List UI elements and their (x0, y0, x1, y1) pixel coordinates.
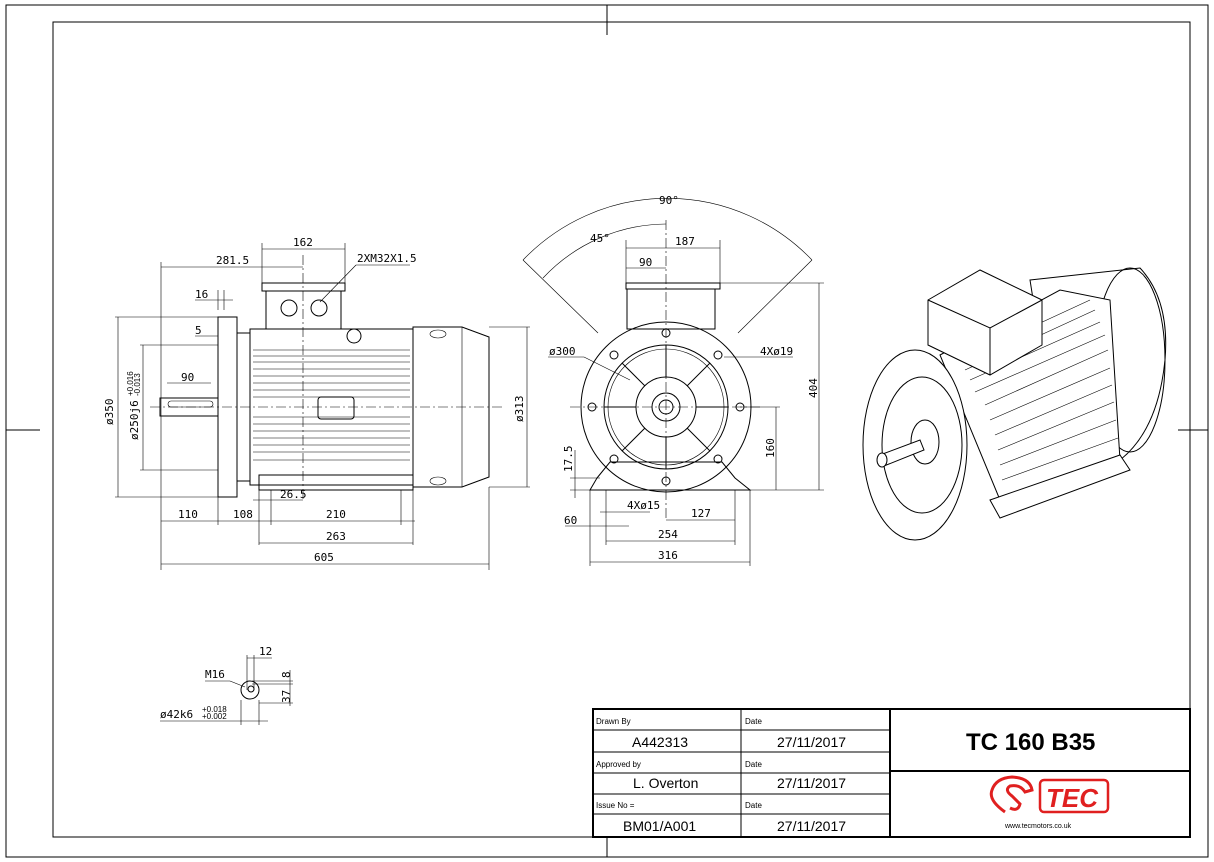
approved-by-label: Approved by (596, 760, 641, 769)
central-boss (317, 396, 355, 420)
dim-5: 5 (195, 324, 202, 337)
flange-holes (587, 328, 745, 486)
dim-210: 210 (326, 508, 346, 521)
shaft-end-detail: 12 M16 8 37 ø42k6 +0.018 +0.002 (160, 645, 293, 725)
dim-8: 8 (280, 671, 293, 678)
dim-263: 263 (326, 530, 346, 543)
dim-42-tol-lower: +0.002 (202, 712, 227, 721)
dim-127: 127 (691, 507, 711, 520)
side-view: 281.5 162 2XM32X1.5 16 5 90 ø350 ø250j6 … (103, 236, 530, 570)
terminal-box-lid (261, 282, 346, 292)
dim-12: 12 (259, 645, 272, 658)
front-dimension-lines (548, 240, 824, 566)
model-title: TC 160 B35 (966, 729, 1095, 756)
dim-254: 254 (658, 528, 678, 541)
dim-316: 316 (658, 549, 678, 562)
front-feet (589, 461, 752, 491)
date-label-2: Date (745, 760, 762, 769)
isometric-view (862, 267, 1167, 541)
dim-42-tol-upper: +0.018 (202, 705, 227, 714)
dim-313: ø313 (513, 396, 526, 423)
dim-281-5: 281.5 (216, 254, 249, 267)
dim-shaft-90: 90 (181, 371, 194, 384)
front-terminal-box (626, 288, 716, 330)
helmet-icon (989, 775, 1034, 814)
cable-gland-label: 2XM32X1.5 (357, 252, 417, 265)
cable-gland-1 (280, 299, 298, 317)
shaft-end-circle (240, 680, 260, 700)
angle-arc-45 (542, 223, 667, 279)
date-value-2: 27/11/2017 (777, 775, 846, 791)
title-block: Drawn By A442313 Date 27/11/2017 Approve… (592, 708, 1191, 838)
dim-250-tol-upper: +0.016 (126, 371, 135, 396)
dim-16: 16 (195, 288, 208, 301)
drawn-by-value: A442313 (632, 734, 688, 750)
lifting-eye (346, 328, 362, 344)
angle-arc-90 (522, 197, 813, 261)
issue-no-label: Issue No = (596, 801, 635, 810)
terminal-box (265, 290, 342, 330)
dim-404: 404 (807, 378, 820, 398)
dim-160: 160 (764, 438, 777, 458)
iso-feet (989, 454, 1131, 519)
dim-250-tol-lower: -0.013 (133, 373, 142, 396)
date-label-3: Date (745, 801, 762, 810)
cable-gland-2 (310, 299, 328, 317)
approved-by-value: L. Overton (633, 775, 698, 791)
feet-holes-label: 4Xø15 (627, 499, 660, 512)
drawn-by-label: Drawn By (596, 717, 631, 726)
date-label-1: Date (745, 717, 762, 726)
dim-162: 162 (293, 236, 313, 249)
logo-text: TEC (1046, 783, 1099, 813)
dim-187: 187 (675, 235, 695, 248)
dim-108: 108 (233, 508, 253, 521)
dim-605: 605 (314, 551, 334, 564)
flange-spokes (604, 345, 728, 469)
flange (217, 316, 238, 498)
dim-17-5: 17.5 (562, 446, 575, 473)
dim-110: 110 (178, 508, 198, 521)
tec-logo: TEC (989, 775, 1110, 814)
dim-350: ø350 (103, 399, 116, 426)
front-view: 90° 45° 187 90 ø300 4Xø19 404 160 17.5 4… (522, 194, 824, 566)
thread-m16: M16 (205, 668, 225, 681)
iso-terminal-box (927, 269, 1043, 376)
angle-90: 90° (659, 194, 679, 207)
date-value-3: 27/11/2017 (777, 818, 846, 834)
dim-60: 60 (564, 514, 577, 527)
website: www.tecmotors.co.uk (1004, 823, 1072, 830)
date-value-1: 27/11/2017 (777, 734, 846, 750)
dim-37: 37 (280, 690, 293, 703)
dim-front-90: 90 (639, 256, 652, 269)
issue-no-value: BM01/A001 (623, 818, 696, 834)
angle-45: 45° (590, 232, 610, 245)
cooling-fins (253, 349, 410, 461)
dim-250: ø250j6 (128, 400, 141, 440)
shaft-key (167, 400, 214, 408)
flange-holes-label: 4Xø19 (760, 345, 793, 358)
side-dimension-lines (115, 243, 530, 570)
dim-26-5: 26.5 (280, 488, 307, 501)
dim-42: ø42k6 (160, 708, 193, 721)
dim-300: ø300 (549, 345, 576, 358)
